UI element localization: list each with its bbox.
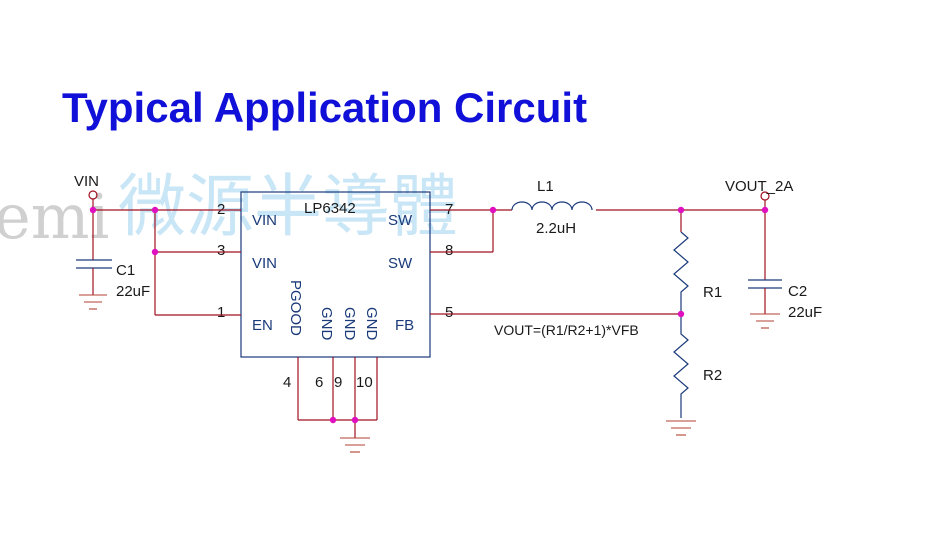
junction-dots bbox=[89, 206, 769, 424]
capacitor-c1 bbox=[76, 259, 112, 310]
pin-label-sw-a: SW bbox=[388, 212, 413, 229]
r2-ref: R2 bbox=[703, 367, 722, 384]
pin-num-fb: 5 bbox=[445, 304, 453, 321]
ic-body bbox=[240, 191, 431, 358]
pin-num-gnd-c: 10 bbox=[356, 374, 373, 391]
l1-value: 2.2uH bbox=[536, 220, 576, 237]
vout-formula: VOUT=(R1/R2+1)*VFB bbox=[494, 322, 639, 338]
c2-ref: C2 bbox=[788, 283, 807, 300]
pin-label-sw-b: SW bbox=[388, 255, 413, 272]
resistor-r2 bbox=[673, 314, 689, 418]
pin-label-vin-a: VIN bbox=[252, 212, 277, 229]
inductor-l1 bbox=[511, 201, 593, 211]
pin-num-sw-b: 8 bbox=[445, 242, 453, 259]
pin-label-gnd-c: GND bbox=[363, 307, 380, 341]
l1-ref: L1 bbox=[537, 178, 554, 195]
vout-net-label: VOUT_2A bbox=[725, 178, 793, 195]
ic-name: LP6342 bbox=[304, 200, 356, 217]
r1-ref: R1 bbox=[703, 284, 722, 301]
ground-pins bbox=[297, 357, 378, 453]
watermark-latin: emi bbox=[0, 180, 109, 253]
pin-label-en: EN bbox=[252, 317, 273, 334]
pin-num-gnd-a: 6 bbox=[315, 374, 323, 391]
pin-num-en: 1 bbox=[217, 304, 225, 321]
pin-num-vin-b: 3 bbox=[217, 242, 225, 259]
c2-value: 22uF bbox=[788, 304, 822, 321]
pin-label-gnd-a: GND bbox=[318, 307, 335, 341]
pin-num-pgood: 4 bbox=[283, 374, 291, 391]
pin-num-gnd-b: 9 bbox=[334, 374, 342, 391]
page-title: Typical Application Circuit bbox=[62, 84, 588, 131]
vin-net-label: VIN bbox=[74, 173, 99, 190]
pin-label-vin-b: VIN bbox=[252, 255, 277, 272]
c1-ref: C1 bbox=[116, 262, 135, 279]
capacitor-c2 bbox=[748, 279, 782, 329]
c1-value: 22uF bbox=[116, 283, 150, 300]
resistor-r1 bbox=[673, 231, 689, 314]
pin-label-pgood: PGOOD bbox=[287, 280, 304, 336]
feedback-divider bbox=[430, 210, 696, 436]
watermark-cjk: 微源半導體 bbox=[118, 168, 458, 247]
pin-label-gnd-b: GND bbox=[341, 307, 358, 341]
vin-wiring bbox=[88, 190, 241, 316]
sw-wiring bbox=[430, 209, 765, 253]
pin-label-fb: FB bbox=[395, 317, 414, 334]
